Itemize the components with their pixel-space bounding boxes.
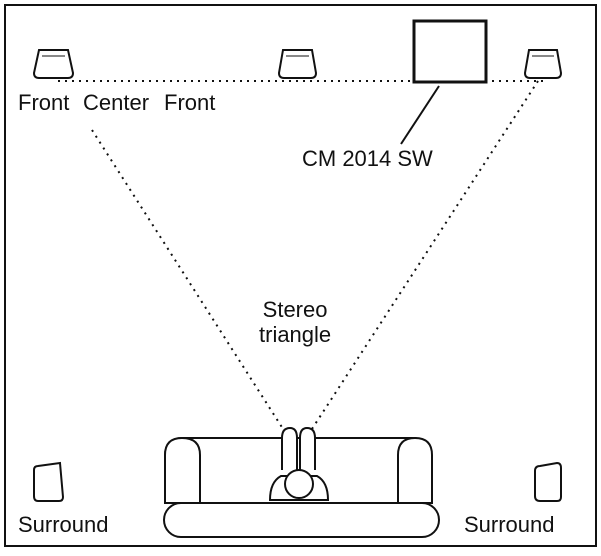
surround-right-speaker-icon bbox=[535, 463, 561, 501]
center-label: Center bbox=[83, 90, 150, 115]
stereo-triangle-label: Stereo triangle bbox=[259, 297, 331, 348]
stereo-triangle-left-side bbox=[92, 130, 285, 432]
surround-right-label: Surround bbox=[464, 512, 555, 537]
subwoofer-leader-line bbox=[401, 86, 439, 144]
surround-left-label: Surround bbox=[18, 512, 109, 537]
center-speaker-icon bbox=[279, 50, 316, 78]
front-left-label: Front bbox=[18, 90, 70, 115]
subwoofer-label: CM 2014 SW bbox=[302, 146, 433, 171]
front-right-label: Front bbox=[164, 90, 216, 115]
surround-left-speaker-icon bbox=[34, 463, 63, 501]
front-right-speaker-icon bbox=[525, 50, 561, 78]
stereo-label-line-2: triangle bbox=[259, 322, 332, 348]
stereo-label-line-1: Stereo bbox=[262, 297, 328, 322]
room-outline bbox=[5, 5, 596, 546]
subwoofer-icon bbox=[414, 21, 486, 82]
front-left-speaker-icon bbox=[34, 50, 73, 78]
listener-icon bbox=[270, 428, 328, 500]
stereo-triangle-right-side bbox=[310, 81, 538, 432]
